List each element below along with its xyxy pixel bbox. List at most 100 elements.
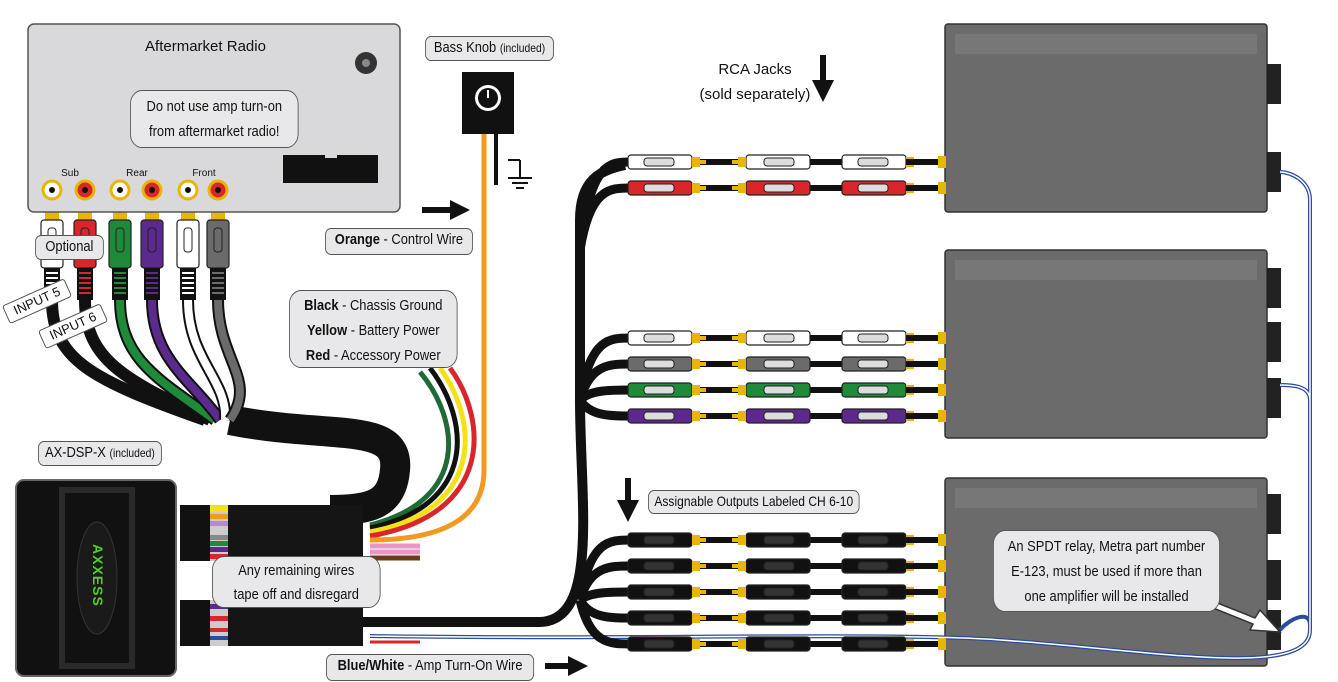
remaining-wires-callout: Any remaining wires tape off and disrega… (212, 556, 381, 608)
amp-rca-input (938, 156, 946, 168)
rca-cable (46, 299, 208, 426)
dsp-note: (included) (109, 446, 155, 460)
rca-plug (627, 356, 706, 372)
output-cable-branch (575, 157, 631, 251)
rca-plug (732, 636, 811, 652)
extension-cable (700, 185, 740, 191)
rca-plug (732, 532, 811, 548)
rca-plug (732, 154, 811, 170)
extension-cable (808, 159, 844, 165)
radio-rca-cables (40, 200, 246, 426)
wire-desc: - Amp Turn-On Wire (407, 657, 523, 674)
jack-label-rear: Rear (126, 168, 148, 179)
wire-color: Blue/White (337, 657, 405, 674)
rca-plug (627, 532, 706, 548)
radio-slot (283, 155, 378, 183)
extension-cable (700, 413, 740, 419)
rca-jacks-line-1: RCA Jacks (718, 61, 792, 78)
bass-knob (462, 72, 532, 189)
output-fanout (575, 157, 631, 649)
rca-plug (732, 584, 811, 600)
rca-plug (627, 636, 706, 652)
wire-desc: - Control Wire (383, 231, 464, 248)
jack-label-sub: Sub (61, 168, 79, 179)
rca-plug (176, 219, 200, 269)
rca-plug (627, 408, 706, 424)
rca-plug (627, 584, 706, 600)
amp-rca-input (938, 612, 946, 624)
rca-plug (732, 610, 811, 626)
rca-plug (732, 356, 811, 372)
control-wire (369, 134, 487, 543)
rca-plug (732, 558, 811, 574)
amp-rca-input (938, 358, 946, 370)
rca-plug (627, 610, 706, 626)
remaining-line-2: tape off and disregard (233, 586, 359, 603)
control-wire-label: Orange - Control Wire (325, 228, 473, 255)
rca-plug (627, 382, 706, 398)
extension-cable (808, 589, 844, 595)
extension-cable (700, 335, 740, 341)
power-wire-red: Red - Accessory Power (305, 347, 441, 364)
rca-jacks-note: RCA Jacks (sold separately) (695, 57, 815, 107)
power-wires-callout: Black - Chassis Ground Yellow - Battery … (289, 290, 458, 368)
amp-rca-input (938, 560, 946, 572)
rca-plug (732, 180, 811, 196)
extension-cable (808, 413, 844, 419)
extension-cable (700, 537, 740, 543)
relay-line-1: An SPDT relay, Metra part number (1007, 538, 1206, 555)
amp-rca-input (938, 332, 946, 344)
power-wire-yellow: Yellow - Battery Power (306, 322, 440, 339)
amp-rca-input (938, 182, 946, 194)
extension-cable (808, 335, 844, 341)
turn-on-wire-label: Blue/White - Amp Turn-On Wire (326, 654, 535, 681)
remaining-line-1: Any remaining wires (238, 562, 355, 579)
extension-cable (808, 185, 844, 191)
extension-cable (700, 641, 740, 647)
warning-line-2: from aftermarket radio! (149, 123, 280, 140)
amp-rca-input (938, 638, 946, 650)
ground-icon (508, 160, 532, 189)
amp-rca-input (938, 384, 946, 396)
relay-line-3: one amplifier will be installed (1024, 588, 1189, 605)
extension-cable (700, 361, 740, 367)
output-cable-branch (576, 385, 631, 404)
extension-cable (808, 537, 844, 543)
rca-plug (206, 219, 230, 269)
axxess-logo: AXXESS (90, 544, 106, 607)
output-cable-branch (575, 561, 631, 602)
extension-cable (700, 563, 740, 569)
wire-color: Orange (334, 231, 380, 248)
radio-title: Aftermarket Radio (145, 38, 266, 55)
radio-warning-callout: Do not use amp turn-on from aftermarket … (130, 90, 299, 148)
output-cable-branch (575, 598, 631, 649)
relay-line-2: E-123, must be used if more than (1011, 563, 1202, 580)
rca-plug (627, 558, 706, 574)
extension-cable (808, 563, 844, 569)
ax-dsp-x-device (15, 479, 177, 677)
bass-knob-label: Bass Knob (included) (425, 36, 554, 61)
rca-plug (841, 584, 920, 600)
extension-cable (700, 615, 740, 621)
extension-cable (700, 589, 740, 595)
rca-plug (732, 330, 811, 346)
amp-rca-input (938, 534, 946, 546)
amp-rca-input (938, 410, 946, 422)
jack-label-front: Front (192, 168, 216, 179)
extension-cable (700, 387, 740, 393)
output-cable-branch (575, 183, 631, 251)
extension-cable (808, 387, 844, 393)
bass-knob-note: (included) (499, 41, 546, 55)
extension-cable (700, 159, 740, 165)
output-cable-branch (577, 587, 631, 604)
extension-cable (808, 361, 844, 367)
arrow-icon (422, 55, 834, 676)
output-cable-branch (576, 397, 631, 421)
power-wire-black: Black - Chassis Ground (304, 297, 443, 314)
output-cable-branch (575, 359, 631, 402)
dsp-label: AX-DSP-X (included) (38, 441, 162, 466)
rca-plug (627, 180, 706, 196)
assignable-outputs-label: Assignable Outputs Labeled CH 6-10 (648, 490, 860, 514)
radio-jacks (41, 179, 229, 201)
